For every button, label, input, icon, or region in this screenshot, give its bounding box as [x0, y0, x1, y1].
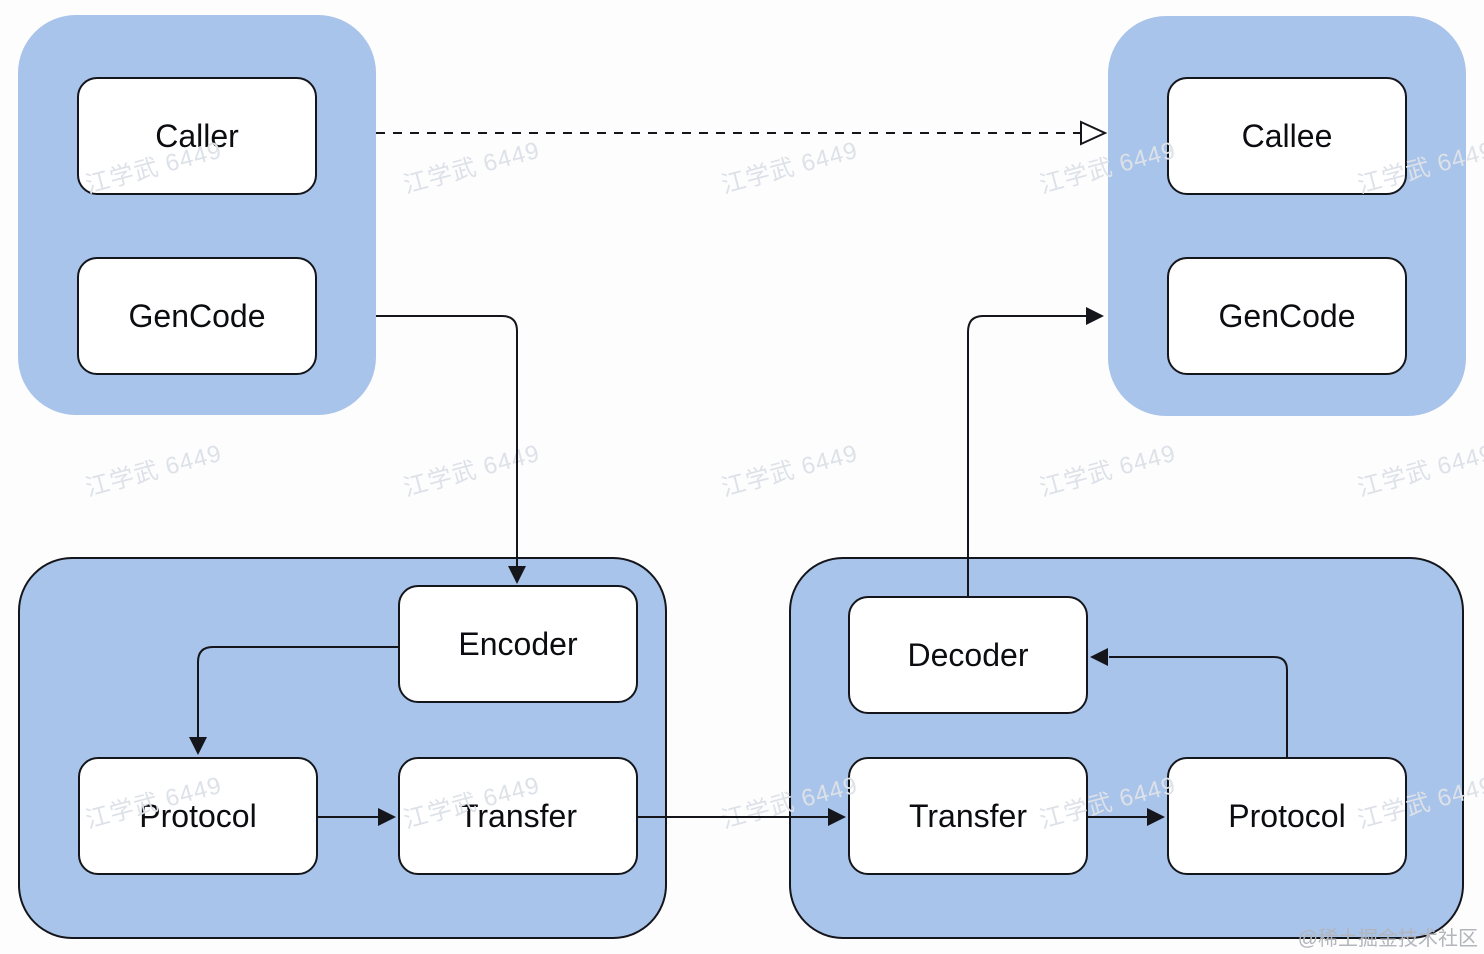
client-app-container: Caller GenCode	[18, 15, 376, 415]
server-app-container: Callee GenCode	[1108, 16, 1466, 416]
edge-gencode-to-encoder	[376, 315, 526, 584]
server-runtime-container: Decoder Transfer Protocol	[789, 557, 1464, 939]
node-decoder: Decoder	[848, 596, 1088, 714]
watermark-text: 江学武 6449	[1036, 439, 1179, 503]
node-transfer-server: Transfer	[848, 757, 1088, 875]
watermark-text: 江学武 6449	[400, 136, 543, 200]
node-gencode-client: GenCode	[77, 257, 317, 375]
node-transfer-client: Transfer	[398, 757, 638, 875]
watermark-text: 江学武 6449	[400, 439, 543, 503]
arrowhead-icon	[1086, 307, 1104, 325]
node-gencode-server: GenCode	[1167, 257, 1407, 375]
watermark-text: 江学武 6449	[82, 439, 225, 503]
edge-decoder-to-gencode	[967, 307, 1104, 596]
node-callee: Callee	[1167, 77, 1407, 195]
node-encoder: Encoder	[398, 585, 638, 703]
watermark-text: 江学武 6449	[718, 439, 861, 503]
watermark-text: 江学武 6449	[1354, 439, 1484, 503]
community-credit-text: @稀土掘金技术社区	[1297, 928, 1478, 950]
node-caller: Caller	[77, 77, 317, 195]
edge-caller-to-callee	[376, 120, 1108, 146]
client-runtime-container: Encoder Protocol Transfer	[18, 557, 667, 939]
open-arrowhead-icon	[1080, 120, 1108, 146]
node-protocol-server: Protocol	[1167, 757, 1407, 875]
node-protocol-client: Protocol	[78, 757, 318, 875]
watermark-text: 江学武 6449	[718, 136, 861, 200]
